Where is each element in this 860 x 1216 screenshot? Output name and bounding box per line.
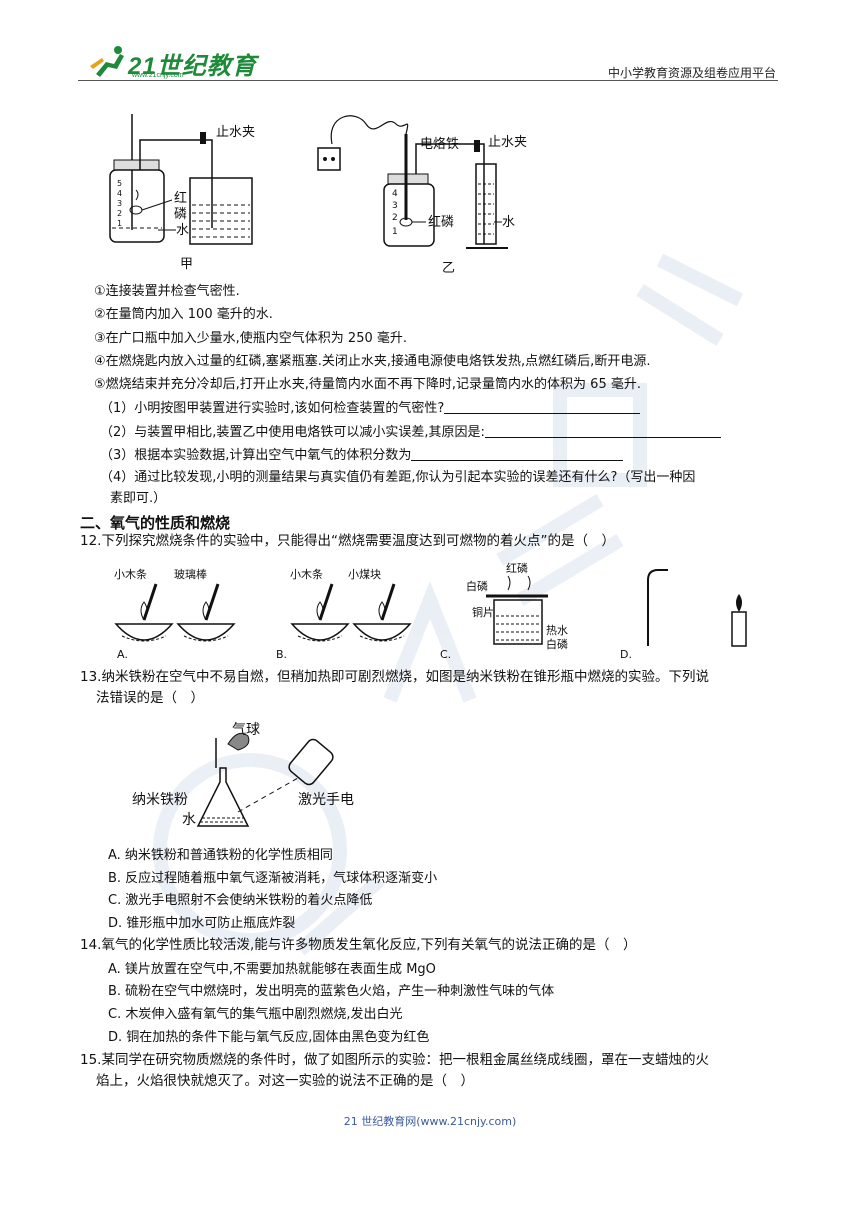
step-5: ⑤燃烧结束并充分冷却后,打开止水夹,待量筒内水面不再下降时,记录量筒内水的体积为…	[94, 377, 641, 392]
scale-mark: 2	[392, 213, 398, 223]
q14-option-a[interactable]: A. 镁片放置在空气中,不需要加热就能够在表面生成 MgO	[108, 962, 436, 977]
figure-caption-yi: 乙	[442, 261, 455, 276]
apparatus-yi-figure: 电烙铁 止水夹 红磷 水 4 3 2 1 乙	[317, 115, 527, 276]
step-1: ①连接装置并检查气密性.	[94, 284, 240, 299]
clamp-label-yi: 止水夹	[488, 135, 527, 150]
b-label-stick: 小木条	[290, 567, 323, 581]
water-label-yi: 水	[502, 215, 515, 230]
q12-option-a-figure: 小木条 玻璃棒	[114, 567, 236, 642]
scale-mark: 4	[117, 189, 122, 198]
q13-option-d[interactable]: D. 锥形瓶中加水可防止瓶底炸裂	[108, 916, 296, 931]
step-3: ③在广口瓶中加入少量水,使瓶内空气体积为 250 毫升.	[94, 331, 407, 346]
iron-label: 电烙铁	[420, 136, 459, 152]
question-12-stem: 12.下列探究燃烧条件的实验中，只能得出“燃烧需要温度达到可燃物的着火点”的是（…	[80, 533, 615, 549]
question-15-stem-2: 焰上，火焰很快就熄灭了。对这一实验的说法不正确的是（ ）	[96, 1073, 474, 1089]
phosphorus-label-2: 磷	[174, 207, 187, 222]
answer-blank[interactable]	[411, 446, 624, 461]
scale-mark: 4	[392, 189, 398, 199]
runner-logo-icon	[90, 46, 124, 77]
laser-label: 激光手电	[298, 791, 354, 808]
logo-text: 21世纪教育	[128, 53, 257, 80]
scale-mark: 3	[392, 201, 398, 211]
subquestion-3-text: （3）根据本实验数据,计算出空气中氧气的体积分数为	[100, 448, 412, 463]
q13-option-b[interactable]: B. 反应过程随着瓶中氧气逐渐被消耗，气球体积逐渐变小	[108, 871, 438, 886]
subquestion-2-text: （2）与装置甲相比,装置乙中使用电烙铁可以减小实误差,其原因是:	[100, 425, 485, 440]
scale-mark: 5	[117, 179, 122, 188]
page-footer: 21 世纪教育网(www.21cnjy.com)	[343, 1115, 517, 1128]
q12-figures: 小木条 玻璃棒 小木条 小煤块 红磷 白磷 铜片 热水 白磷	[114, 562, 668, 651]
question-14-stem: 14.氧气的化学性质比较活泼,能与许多物质发生氧化反应,下列有关氧气的说法正确的…	[80, 937, 637, 953]
q14-option-c[interactable]: C. 木炭伸入盛有氧气的集气瓶中剧烈燃烧,发出白光	[108, 1007, 403, 1022]
q12-option-c[interactable]: C.	[440, 648, 452, 661]
scale-mark: 1	[117, 219, 122, 228]
q13-option-a[interactable]: A. 纳米铁粉和普通铁粉的化学性质相同	[108, 848, 333, 863]
logo-url: www.21cnjy.com	[132, 72, 184, 79]
subquestion-2: （2）与装置甲相比,装置乙中使用电烙铁可以减小实误差,其原因是:	[100, 423, 721, 442]
q12-option-c-figure: 红磷 白磷 铜片 热水 白磷	[466, 562, 568, 651]
step-4: ④在燃烧匙内放入过量的红磷,塞紧瓶塞.关闭止水夹,接通电源使电烙铁发热,点燃红磷…	[94, 354, 651, 369]
q13-option-c[interactable]: C. 激光手电照射不会使纳米铁粉的着火点降低	[108, 893, 373, 908]
subquestion-4: （4）通过比较发现,小明的测量结果与真实值仍有差距,你认为引起本实验的误差还有什…	[100, 470, 696, 485]
figure-caption-jia: 甲	[180, 257, 193, 270]
a-label-glass-rod: 玻璃棒	[174, 567, 207, 581]
c-label-white-p-bottom: 白磷	[546, 637, 568, 651]
q12-option-d-figure	[647, 569, 668, 646]
q12-option-d-candle	[731, 594, 747, 647]
balloon-label: 气球	[232, 722, 260, 738]
subquestion-4-cont: 素即可.）	[110, 491, 167, 506]
c-label-white-p-top: 白磷	[466, 579, 488, 593]
subquestion-1-text: （1）小明按图甲装置进行实验时,该如何检查装置的气密性?	[100, 401, 445, 416]
q14-option-b[interactable]: B. 硫粉在空气中燃烧时，发出明亮的蓝紫色火焰，产生一种刺激性气味的气体	[108, 984, 555, 999]
q12-option-b[interactable]: B.	[276, 648, 288, 661]
q12-option-d[interactable]: D.	[620, 648, 632, 661]
q14-option-d[interactable]: D. 铜在加热的条件下能与氧气反应,固体由黑色变为红色	[108, 1030, 430, 1045]
phosphorus-label-yi: 红磷	[428, 214, 454, 230]
page-header: 21世纪教育 www.21cnjy.com 中小学教育资源及组卷应用平台	[78, 40, 778, 81]
question-15-stem-1: 15.某同学在研究物质燃烧的条件时，做了如图所示的实验：把一根粗金属丝绕成线圈，…	[80, 1052, 709, 1068]
scale-mark: 2	[117, 209, 122, 218]
q12-option-b-figure: 小木条 小煤块	[290, 567, 412, 642]
question-13-stem-2: 法错误的是（ ）	[96, 690, 204, 706]
subquestion-1: （1）小明按图甲装置进行实验时,该如何检查装置的气密性?	[100, 399, 641, 418]
subquestion-3: （3）根据本实验数据,计算出空气中氧气的体积分数为	[100, 446, 624, 465]
water-label-q13: 水	[182, 812, 196, 828]
b-label-coal: 小煤块	[348, 568, 381, 581]
iron-powder-label: 纳米铁粉	[132, 792, 188, 808]
scale-mark: 3	[117, 199, 122, 208]
c-label-copper: 铜片	[472, 605, 494, 619]
phosphorus-label-1: 红	[174, 190, 187, 206]
a-label-stick: 小木条	[114, 567, 147, 581]
platform-name: 中小学教育资源及组卷应用平台	[607, 66, 776, 80]
section-title: 二、氧气的性质和燃烧	[80, 514, 231, 532]
clamp-label: 止水夹	[216, 125, 255, 140]
step-2: ②在量筒内加入 100 毫升的水.	[94, 307, 273, 322]
q13-figure: 气球 纳米铁粉 水 激光手电	[132, 722, 354, 828]
q12-option-a[interactable]: A.	[117, 648, 128, 661]
header-divider	[78, 80, 778, 81]
water-label: 水	[176, 223, 189, 238]
scale-mark: 1	[392, 227, 398, 237]
question-13-stem-1: 13.纳米铁粉在空气中不易自燃，但稍加热即可剧烈燃烧，如图是纳米铁粉在锥形瓶中燃…	[80, 669, 709, 685]
answer-blank[interactable]	[444, 399, 641, 414]
c-label-hot-water: 热水	[546, 624, 568, 637]
apparatus-jia-figure: 止水夹 红 磷 水 5 4 3 2 1 甲	[109, 114, 255, 270]
c-label-red-p: 红磷	[506, 562, 528, 575]
answer-blank[interactable]	[484, 423, 721, 438]
